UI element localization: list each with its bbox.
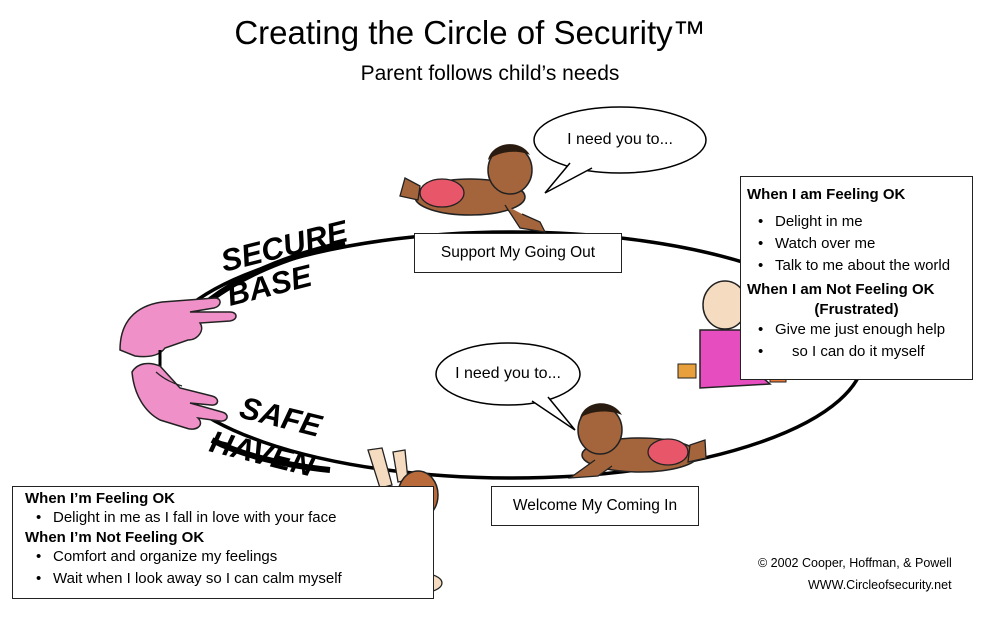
list-item-continued: so I can do it myself [747, 341, 966, 363]
right-needs-panel: When I am Feeling OK Delight in me Watch… [740, 176, 973, 380]
baby-crawling-top-icon [399, 144, 547, 233]
bubble-top [533, 106, 707, 194]
right-heading-not-ok: When I am Not Feeling OK [747, 281, 935, 298]
list-item: Delight in me as I fall in love with you… [25, 507, 427, 529]
list-item: Give me just enough help [747, 319, 966, 341]
left-not-ok-list: Comfort and organize my feelings Wait wh… [25, 546, 427, 590]
welcome-coming-in-label: Welcome My Coming In [512, 497, 678, 514]
left-heading-ok: When I’m Feeling OK [25, 490, 176, 507]
left-ok-list: Delight in me as I fall in love with you… [25, 507, 427, 529]
list-item: Comfort and organize my feelings [25, 546, 427, 568]
left-needs-panel: When I’m Feeling OK Delight in me as I f… [12, 486, 434, 599]
secure-base-stroke [208, 240, 346, 303]
bubble-bottom-text: I need you to... [455, 365, 561, 382]
right-not-ok-list: Give me just enough help so I can do it … [747, 319, 966, 363]
right-ok-list: Delight in me Watch over me Talk to me a… [747, 211, 966, 277]
lower-hand-icon [131, 362, 228, 430]
list-item: Watch over me [747, 233, 966, 255]
secure-base-label: SECURE BASE [217, 213, 352, 313]
list-item: Delight in me [747, 211, 966, 233]
safe-haven-stroke [210, 437, 331, 473]
list-item: Talk to me about the world [747, 255, 966, 277]
list-item: Wait when I look away so I can calm myse… [25, 568, 427, 590]
bubble-bottom [435, 342, 581, 431]
left-heading-not-ok: When I’m Not Feeling OK [25, 529, 205, 546]
copyright-text: © 2002 Cooper, Hoffman, & Powell [758, 556, 952, 570]
welcome-coming-in-box: Welcome My Coming In [491, 486, 699, 526]
website-text: WWW.Circleofsecurity.net [808, 578, 952, 592]
support-going-out-label: Support My Going Out [440, 244, 596, 261]
right-heading-ok: When I am Feeling OK [747, 186, 906, 203]
safe-haven-label: SAFE HAVEN [206, 390, 326, 484]
baby-crawling-bottom-icon [567, 403, 707, 479]
page-subtitle: Parent follows child’s needs [360, 62, 620, 85]
support-going-out-box: Support My Going Out [414, 233, 622, 273]
right-heading-not-ok-sub: (Frustrated) [814, 301, 899, 318]
bubble-top-text: I need you to... [567, 131, 673, 148]
page-title: Creating the Circle of Security™ [234, 14, 706, 51]
